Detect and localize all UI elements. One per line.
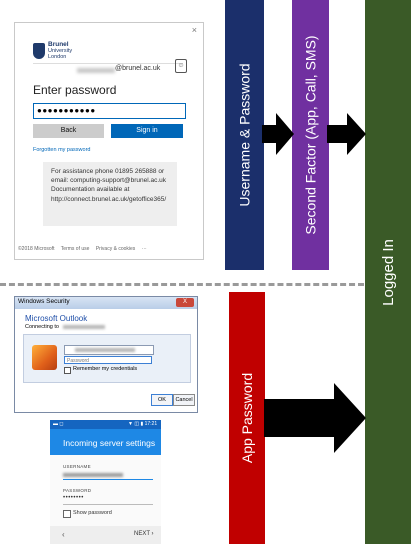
redacted-email	[77, 68, 115, 73]
cancel-button[interactable]: Cancel	[173, 394, 195, 406]
status-bar: ▬ ◻ ▼ ◫ ▮ 17:21	[50, 420, 161, 429]
username-underline	[63, 479, 153, 480]
email-domain: @brunel.ac.uk	[115, 65, 161, 72]
microsoft-signin-dialog: × Brunel University London @brunel.ac.uk…	[14, 22, 204, 260]
next-button[interactable]: NEXT ›	[134, 531, 154, 537]
username-input[interactable]	[64, 345, 154, 355]
user-badge-icon: ☺	[175, 59, 187, 73]
identity-divider	[33, 63, 183, 76]
arrow-right-icon	[264, 383, 366, 453]
username-label: USERNAME	[63, 464, 91, 469]
status-icons-left: ▬ ◻	[53, 421, 64, 427]
password-input[interactable]: ●●●●●●●●●●●	[33, 103, 186, 119]
close-button[interactable]: X	[176, 298, 194, 307]
privacy-link[interactable]: Privacy & cookies	[95, 246, 136, 252]
bottom-nav: ‹ NEXT ›	[50, 526, 161, 544]
brunel-crest-icon	[33, 43, 45, 59]
logged-in-step: Logged In	[365, 0, 411, 544]
footer: ©2018 Microsoft Terms of use Privacy & c…	[18, 246, 152, 252]
app-name: Microsoft Outlook	[25, 314, 88, 323]
redacted-username	[75, 348, 135, 352]
remember-checkbox[interactable]	[64, 367, 71, 374]
app-bar: Incoming server settings	[50, 429, 161, 455]
page-title: Enter password	[33, 83, 117, 97]
redacted-username[interactable]	[63, 473, 123, 477]
ok-button[interactable]: OK	[151, 394, 173, 406]
logged-in-label: Logged In	[379, 238, 397, 306]
logo-line-2: University	[48, 48, 73, 54]
second-factor-label: Second Factor (App, Call, SMS)	[302, 35, 319, 235]
connecting-label: Connecting to	[25, 324, 59, 330]
terms-link[interactable]: Terms of use	[60, 246, 90, 252]
password-label: PASSWORD	[63, 488, 92, 493]
back-chevron-icon[interactable]: ‹	[62, 530, 65, 539]
status-time: ▼ ◫ ▮ 17:21	[128, 421, 158, 427]
app-password-step: App Password	[229, 292, 265, 544]
password-underline	[63, 504, 153, 505]
username-password-label: Username & Password	[236, 63, 253, 207]
dashed-separator	[0, 283, 364, 286]
password-input[interactable]: ••••••••	[63, 495, 84, 501]
logo-line-3: London	[48, 54, 67, 60]
forgot-password-link[interactable]: Forgotten my password	[33, 147, 91, 153]
signin-button[interactable]: Sign in	[111, 124, 183, 138]
arrow-right-icon	[262, 113, 294, 155]
window-title: Windows Security	[18, 298, 70, 305]
username-password-step: Username & Password	[225, 0, 264, 270]
show-password-checkbox[interactable]	[63, 510, 71, 518]
arrow-right-icon	[327, 113, 366, 155]
close-icon[interactable]: ×	[191, 25, 197, 35]
remember-label: Remember my credentials	[73, 366, 138, 372]
assistance-info: For assistance phone 01895 265888 or ema…	[43, 162, 177, 226]
titlebar: Windows Security X	[15, 297, 197, 309]
more-options-icon[interactable]: ···	[141, 246, 147, 252]
password-input[interactable]: Password	[64, 356, 152, 364]
show-password-label: Show password	[73, 510, 112, 516]
app-password-label: App Password	[239, 372, 255, 464]
redacted-server	[63, 325, 105, 329]
logo-line-1: Brunel	[48, 41, 69, 48]
user-tile-icon	[32, 345, 57, 370]
windows-security-dialog: Windows Security X Microsoft Outlook Con…	[14, 296, 198, 413]
copyright: ©2018 Microsoft	[18, 246, 55, 252]
android-server-settings: ▬ ◻ ▼ ◫ ▮ 17:21 Incoming server settings…	[50, 420, 161, 544]
credentials-panel: Password Remember my credentials	[23, 334, 191, 383]
screen-title: Incoming server settings	[63, 438, 156, 448]
second-factor-step: Second Factor (App, Call, SMS)	[292, 0, 329, 270]
brunel-logo: Brunel University London	[33, 41, 87, 63]
back-button[interactable]: Back	[33, 124, 104, 138]
